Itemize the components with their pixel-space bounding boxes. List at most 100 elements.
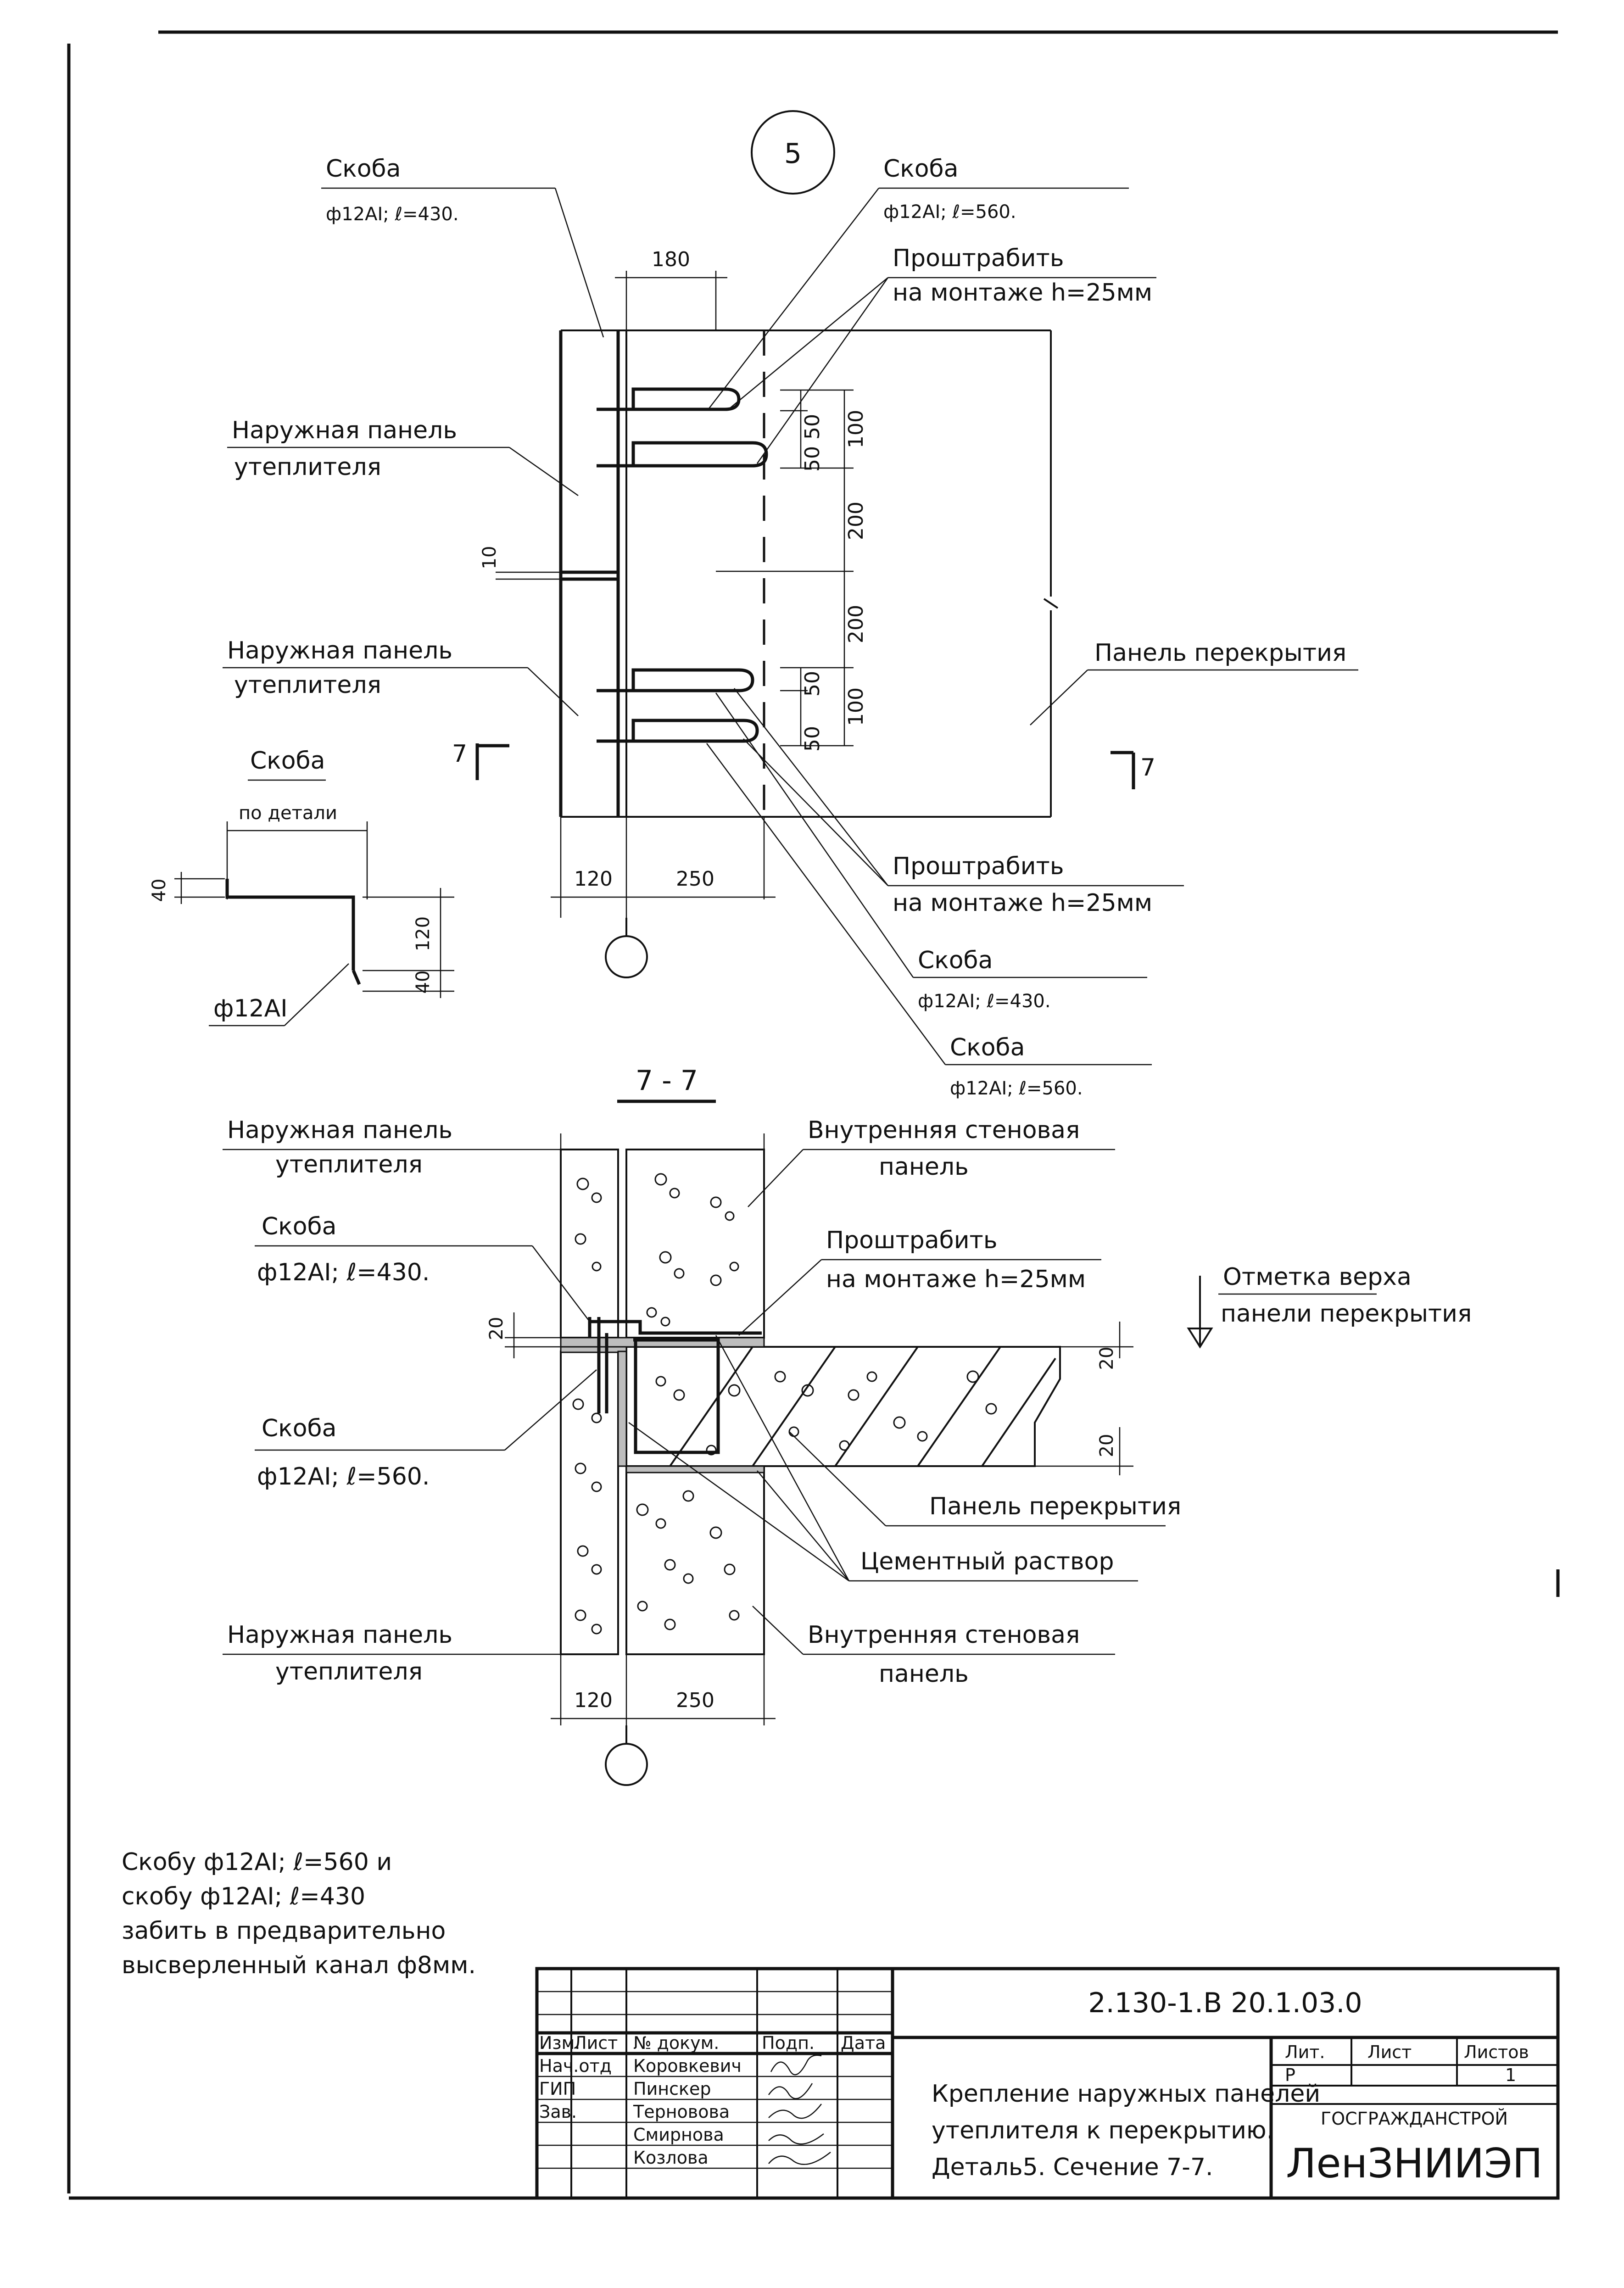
sign-text: Подп. [762,2033,815,2053]
sheet-label-text: Лист [1367,2042,1412,2062]
outer-top-b-text: утеплителя [275,1151,423,1178]
mortar-joint-outer [560,1346,627,1353]
sheets-label-text: Листов [1464,2042,1529,2062]
detail-number: 5 [784,138,802,170]
inner-wall-bottom [625,1465,765,1655]
skoba-top-left-text: Скоба [326,155,401,183]
groove-top-1-text: Проштрабить [893,245,1064,272]
d20b-text: 20 [1096,1347,1117,1370]
detail-dims-bottom: 120 250 [551,817,776,978]
mortar-text: Цементный раствор [860,1548,1114,1575]
skoba-top-right-spec-text: ф12АI; ℓ=560. [883,201,1016,223]
outer-top-a-text: Наружная панель [227,1116,452,1144]
outer-panel-2a-text: Наружная панель [227,637,452,664]
mortar-joint-vertical [617,1350,627,1467]
doc-text: № докум. [633,2033,719,2053]
date-text: Дата [841,2033,886,2053]
sheets-value-text: 1 [1505,2065,1516,2085]
groove-top-2-text: на монтаже h=25мм [893,279,1152,307]
d20a-text: 20 [486,1317,507,1340]
name-text: Козлова [633,2148,709,2168]
concrete-aggregate [572,1173,997,1635]
izm-text: Изм. [539,2033,580,2053]
title-block: Изм. Лист № докум. Подп. Дата Нач.отд Ко… [535,1967,1560,2200]
d200a-text: 200 [844,502,868,540]
signatures [768,2054,831,2165]
d250-text: 250 [676,867,714,891]
staple-430 [588,1320,762,1338]
d250-text: 250 [676,1689,714,1712]
description3-text: Деталь5. Сечение 7-7. [932,2154,1213,2181]
document-code: 2.130-1.В 20.1.03.0 [1088,1987,1362,2019]
groove-b-text: на монтаже h=25мм [826,1266,1086,1293]
inner-bot-b-text: панель [879,1660,969,1688]
skoba1-text: Скоба [262,1213,336,1240]
lit-value-text: Р [1285,2065,1295,2085]
d40a-text: 40 [149,879,170,902]
d50b-text: 50 [801,446,824,472]
groove-bottom-2-text: на монтаже h=25мм [893,889,1152,917]
inner-bot-a-text: Внутренняя стеновая [808,1621,1080,1649]
outer-bot-b-text: утеплителя [275,1658,423,1685]
detail-labels: Скоба ф12АI; ℓ=430. Скоба ф12АI; ℓ=560. … [223,155,1358,1099]
section-cut-marks: 7 7 [452,740,1155,789]
level-mark: Отметка верха панели перекрытия [1187,1263,1472,1349]
d20c-text: 20 [1096,1434,1117,1457]
installation-note: Скобу ф12АI; ℓ=560 и скобу ф12АI; ℓ=430 … [122,1848,476,1979]
list-text: Лист [574,2033,618,2053]
skoba-b1-text: Скоба [918,947,993,974]
skoba-b1-spec-text: ф12АI; ℓ=430. [918,991,1051,1012]
groove-a-text: Проштрабить [826,1227,997,1254]
d40b-text: 40 [413,971,434,994]
role-text: ГИП [539,2079,576,2099]
name-text: Пинскер [633,2079,711,2099]
d10-text: 10 [479,546,500,569]
name-text: Терновова [633,2102,730,2122]
outer-panel-bottom [560,1350,619,1655]
subtitle-text: по детали [239,803,337,824]
outer-bot-a-text: Наружная панель [227,1621,452,1649]
line4-text: высверленный канал ф8мм. [122,1952,476,1979]
detail-5: 5 [223,110,1358,1099]
section-mark-text: 7 [452,740,467,768]
section-labels: Наружная панель утеплителя Внутренняя ст… [223,1116,1181,1688]
skoba-b2-spec-text: ф12АI; ℓ=560. [950,1078,1083,1099]
d50c-text: 50 [801,671,824,697]
title-text: Скоба [250,747,325,775]
level-b-text: панели перекрытия [1221,1300,1472,1328]
d180-text: 180 [652,248,690,271]
skoba1-spec-text: ф12АI; ℓ=430. [257,1259,430,1286]
section-dims: 20 20 20 120 250 [486,1312,1133,1786]
level-a-text: Отметка верха [1223,1263,1412,1291]
section-mark-text: 7 [1140,754,1155,781]
skoba-b2-text: Скоба [950,1034,1025,1061]
d100a-text: 100 [844,410,868,448]
slab-hatch [669,1346,1056,1467]
mortar-joint-bottom [625,1465,765,1473]
outer-panel-2b-text: утеплителя [234,671,381,699]
d120-text: 120 [574,1689,613,1712]
axis-marker [605,935,648,978]
org-ministry: ГОСГРАЖДАНСТРОЙ [1321,2109,1508,2129]
spec-text: ф12АI [213,995,288,1022]
detail-dim-180: 180 [615,248,727,330]
outer-panel-1b-text: утеплителя [234,453,381,481]
org-institute: ЛенЗНИИЭП [1286,2140,1543,2187]
outer-panel-top [560,1149,619,1339]
name-text: Смирнова [633,2125,724,2145]
d120-text: 120 [574,867,613,891]
section-7-7: 7 - 7 [223,1065,1472,1786]
section-title: 7 - 7 [636,1065,698,1097]
description2-text: утеплителя к перекрытию. [932,2117,1274,2144]
role-text: Зав. [539,2102,577,2122]
detail-marker [751,110,835,195]
d50a-text: 50 [801,414,824,440]
lit-label-text: Лит. [1285,2042,1325,2062]
floor-text: Панель перекрытия [929,1493,1181,1520]
description1-text: Крепление наружных панелей [932,2080,1320,2108]
inner-top-a-text: Внутренняя стеновая [808,1116,1080,1144]
inner-wall-top [625,1149,765,1339]
bracket-detail: Скоба по детали 40 120 40 ф12АI [149,747,454,1027]
line1-text: Скобу ф12АI; ℓ=560 и [122,1848,392,1876]
